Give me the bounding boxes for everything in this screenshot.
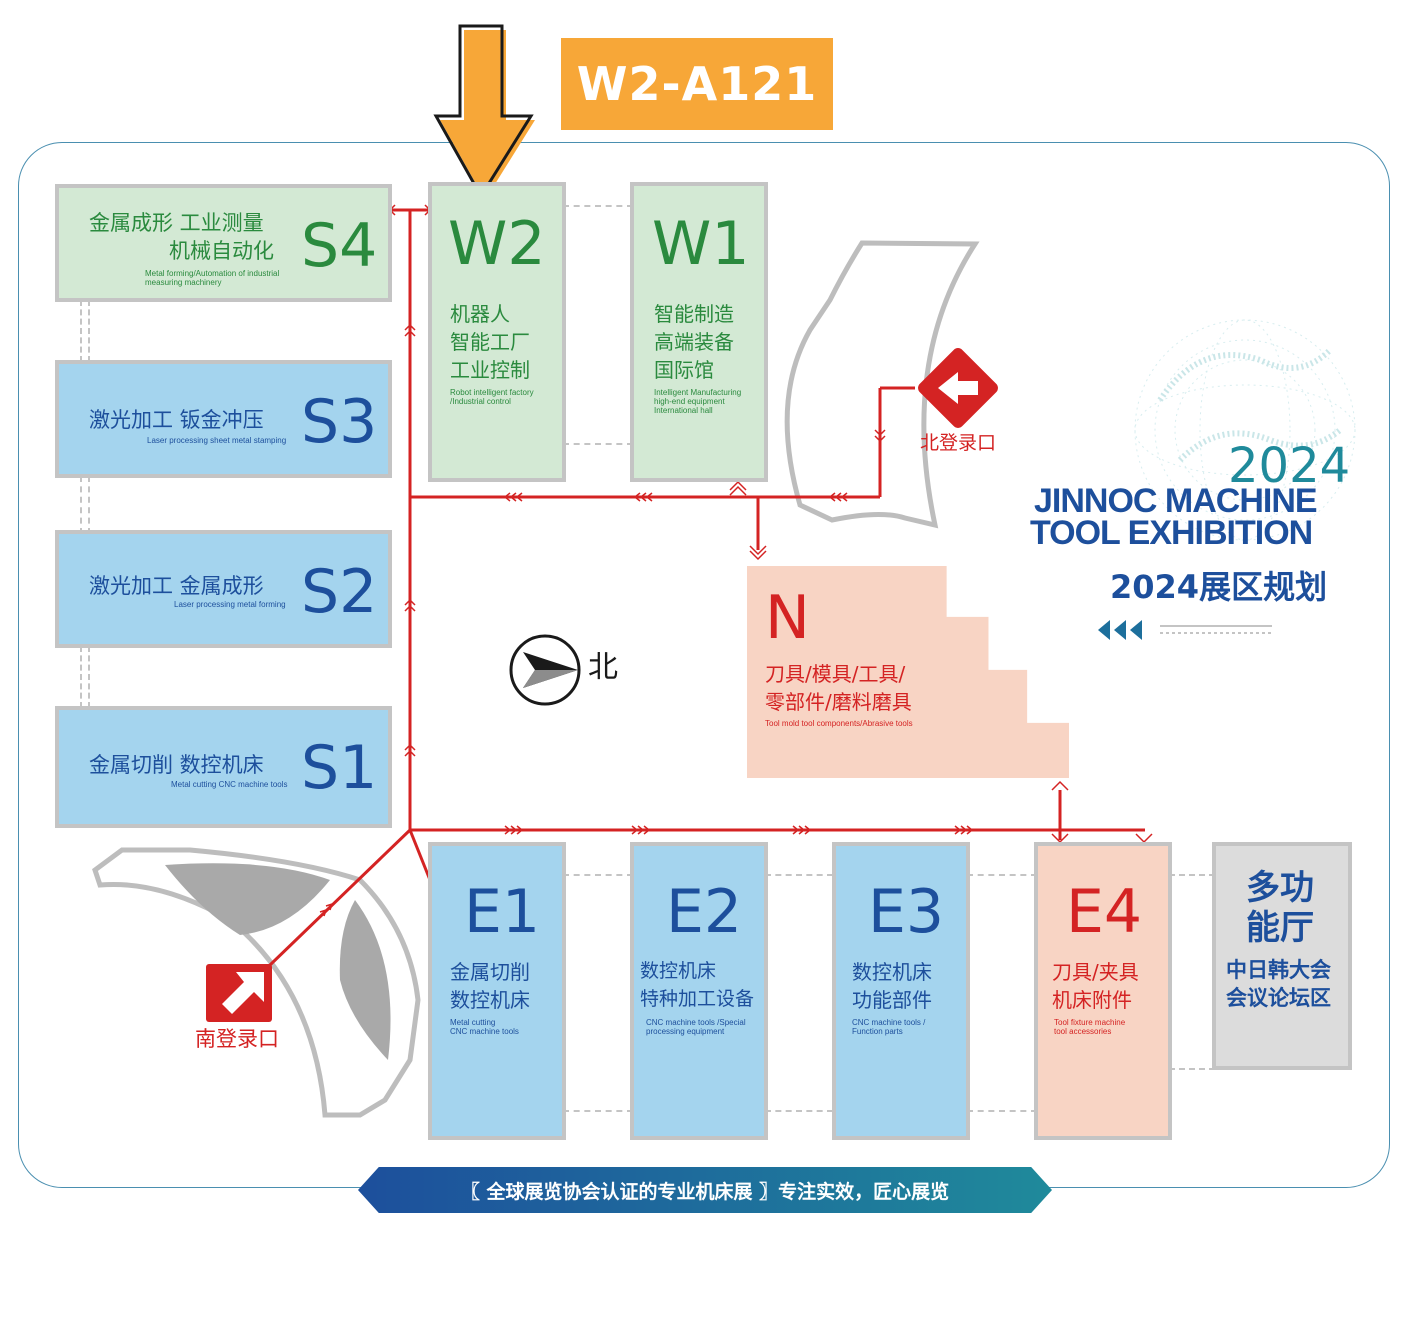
chevrons-left-icon — [1098, 620, 1142, 640]
connector — [765, 874, 833, 1112]
hall-e1-name-line1: 金属切削 — [450, 960, 530, 984]
connector — [80, 476, 90, 534]
hall-n-name-line1: 刀具/模具/工具/ — [765, 662, 906, 686]
legend-title-line2: TOOL EXHIBITION — [1030, 514, 1313, 552]
hall-e1-code: E1 — [464, 877, 541, 947]
hall-mf-name-line3: 中日韩大会 — [1226, 958, 1331, 982]
hall-e4[interactable]: E4 刀具/夹具 机床附件 Tool fixture machine tool … — [1034, 842, 1172, 1140]
hall-w2-name-line3: 工业控制 — [450, 358, 530, 382]
hall-s4-en-line2: measuring machinery — [145, 278, 222, 287]
slogan-banner: 〖 全球展览协会认证的专业机床展 〗专注实效，匠心展览 — [358, 1167, 1052, 1213]
hall-s4-name-line2: 机械自动化 — [169, 239, 274, 263]
hall-s2-en: Laser processing metal forming — [174, 600, 286, 609]
hall-n-name-line2: 零部件/磨料磨具 — [765, 690, 912, 714]
south-entrance-label[interactable]: 南登录口 — [195, 1027, 279, 1051]
hall-s1[interactable]: 金属切削 数控机床 Metal cutting CNC machine tool… — [55, 706, 392, 828]
hall-s4[interactable]: 金属成形 工业测量 机械自动化 Metal forming/Automation… — [55, 184, 392, 302]
hall-e2-name-line2: 特种加工设备 — [640, 988, 755, 1010]
hall-s1-code: S1 — [301, 733, 378, 803]
hall-e4-en-line1: Tool fixture machine — [1054, 1018, 1126, 1027]
hall-e2[interactable]: E2 数控机床 特种加工设备 CNC machine tools /Specia… — [630, 842, 768, 1140]
hall-w1-name-line1: 智能制造 — [654, 302, 734, 326]
hall-s2[interactable]: 激光加工 金属成形 Laser processing metal forming… — [55, 530, 392, 648]
compass-icon — [509, 634, 581, 706]
down-arrow-icon — [433, 24, 535, 200]
globe-icon — [1134, 319, 1356, 541]
hall-w2-name-line2: 智能工厂 — [450, 330, 530, 354]
hall-mf-name-line4: 会议论坛区 — [1226, 986, 1331, 1010]
hall-s2-name: 激光加工 金属成形 — [89, 574, 264, 598]
hall-w1-code: W1 — [652, 209, 750, 279]
hall-mf-name-line1: 多功 — [1246, 868, 1314, 908]
hall-w2-en-line1: Robot intelligent factory — [450, 388, 534, 397]
hall-w2-en-line2: /Industrial control — [450, 397, 511, 406]
entrance-arrow-icon — [206, 964, 272, 1022]
south-curved-building — [92, 847, 421, 1118]
hall-e1[interactable]: E1 金属切削 数控机床 Metal cutting CNC machine t… — [428, 842, 566, 1140]
legend-subtitle: 2024展区规划 — [1110, 568, 1328, 606]
hall-w1-name-line3: 国际馆 — [654, 358, 714, 382]
hall-e2-en-line2: processing equipment — [646, 1027, 725, 1036]
hall-e2-code: E2 — [666, 877, 743, 947]
hall-w1-en-line1: Intelligent Manufacturing — [654, 388, 742, 397]
hall-s3[interactable]: 激光加工 钣金冲压 Laser processing sheet metal s… — [55, 360, 392, 478]
hall-e3-name-line1: 数控机床 — [852, 960, 932, 984]
entrance-arrow-icon — [918, 348, 998, 428]
hall-s4-name-line1: 金属成形 工业测量 — [89, 211, 264, 235]
connector — [563, 205, 633, 445]
booth-badge: W2-A121 — [561, 38, 833, 130]
hall-e4-code: E4 — [1066, 877, 1143, 947]
hall-w1[interactable]: W1 智能制造 高端装备 国际馆 Intelligent Manufacturi… — [630, 182, 768, 482]
hall-w2-name-line1: 机器人 — [450, 302, 510, 326]
hall-e3-name-line2: 功能部件 — [852, 988, 932, 1012]
north-curved-building — [784, 240, 980, 529]
connector — [967, 874, 1037, 1112]
hall-mf-name-line2: 能厅 — [1246, 908, 1314, 948]
hall-w1-en-line2: high-end equipment — [654, 397, 725, 406]
hall-e3[interactable]: E3 数控机床 功能部件 CNC machine tools / Functio… — [832, 842, 970, 1140]
hall-e1-en-line1: Metal cutting — [450, 1018, 496, 1027]
hall-n-code: N — [765, 583, 810, 653]
hall-e1-en-line2: CNC machine tools — [450, 1027, 519, 1036]
hall-w2-code: W2 — [448, 209, 546, 279]
connector — [563, 874, 633, 1112]
hall-s1-en: Metal cutting CNC machine tools — [171, 780, 288, 789]
hall-s3-name: 激光加工 钣金冲压 — [89, 408, 264, 432]
hall-e3-en-line1: CNC machine tools / — [852, 1018, 926, 1027]
hall-s3-en: Laser processing sheet metal stamping — [147, 436, 287, 445]
hall-e4-name-line2: 机床附件 — [1052, 988, 1132, 1012]
hall-s1-name: 金属切削 数控机床 — [89, 753, 264, 777]
route-lines — [268, 208, 1145, 967]
hall-n-en: Tool mold tool components/Abrasive tools — [765, 719, 913, 728]
connector — [1169, 874, 1215, 1070]
hall-w2[interactable]: W2 机器人 智能工厂 工业控制 Robot intelligent facto… — [428, 182, 566, 482]
hall-s3-code: S3 — [301, 387, 378, 457]
hall-e1-name-line2: 数控机床 — [450, 988, 530, 1012]
north-entrance-label[interactable]: 北登录口 — [920, 432, 997, 454]
hall-e3-code: E3 — [868, 877, 945, 947]
hall-e2-en-line1: CNC machine tools /Special — [646, 1018, 746, 1027]
hall-multifunction[interactable]: 多功 能厅 中日韩大会 会议论坛区 — [1212, 842, 1352, 1070]
hall-e2-name-line1: 数控机床 — [640, 960, 717, 982]
hall-s2-code: S2 — [301, 557, 378, 627]
compass-label: 北 — [588, 650, 618, 685]
legend-year: 2024 — [1228, 438, 1351, 494]
hall-s4-en-line1: Metal forming/Automation of industrial — [145, 269, 280, 278]
hall-e4-name-line1: 刀具/夹具 — [1052, 960, 1139, 984]
legend-title-line1: JINNOC MACHINE — [1034, 482, 1318, 520]
hall-s4-code: S4 — [301, 211, 378, 281]
hall-e3-en-line2: Function parts — [852, 1027, 903, 1036]
connector — [80, 646, 90, 708]
hall-e4-en-line2: tool accessories — [1054, 1027, 1112, 1036]
hall-w1-en-line3: International hall — [654, 406, 713, 415]
hall-w1-name-line2: 高端装备 — [654, 330, 734, 354]
connector — [80, 300, 90, 362]
